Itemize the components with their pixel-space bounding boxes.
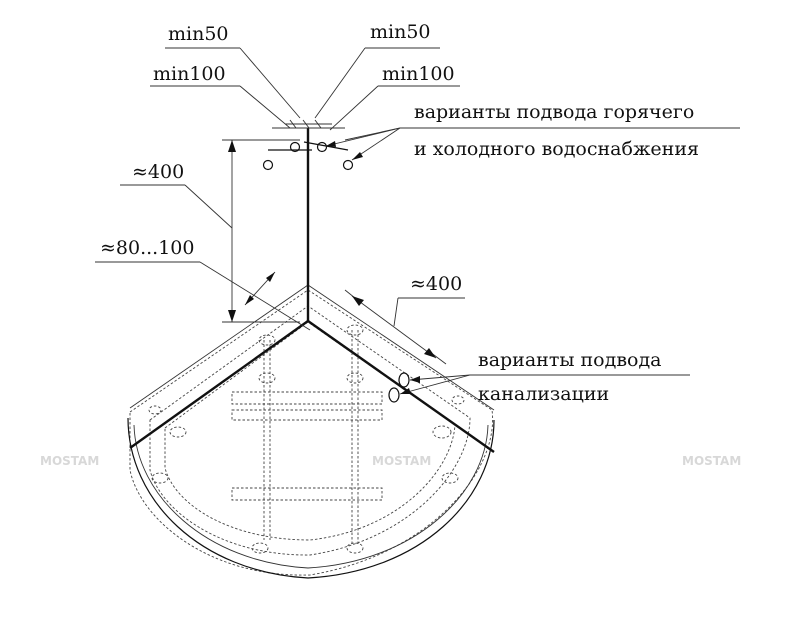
hot-connection-right (316, 141, 328, 153)
height-dimension (120, 139, 300, 323)
frame-beam-1 (231, 391, 383, 405)
supply-connections (262, 141, 354, 171)
tray-top-right-outer (307, 284, 495, 411)
hot-connection-left (289, 141, 301, 153)
label-water-supply-2: и холодного водоснабжения (414, 138, 699, 160)
drain-outlet-2 (388, 387, 400, 403)
label-drain-height: ≈80...100 (100, 237, 194, 259)
tray-front-edge-2 (133, 424, 489, 569)
cold-connection-right (342, 159, 354, 171)
label-water-supply-1: варианты подвода горячего (414, 101, 694, 123)
top-dimension-leaders (150, 47, 460, 131)
label-drain-offset: ≈400 (410, 273, 462, 295)
foot-6 (151, 472, 169, 484)
water-callout-arrows (325, 127, 740, 161)
drain-connections (388, 372, 690, 403)
label-hot-offset-left: min50 (168, 23, 229, 45)
tray-top-left-outer (129, 284, 309, 409)
drain-offset-dimension (344, 289, 465, 365)
foot-11 (148, 405, 162, 415)
tray-inner-rim (149, 305, 471, 556)
shower-tray (127, 284, 495, 579)
foot-8 (346, 542, 364, 554)
label-drain-2: канализации (478, 383, 609, 405)
label-cold-offset-right: min100 (382, 63, 455, 85)
foot-2 (346, 324, 364, 336)
watermark-left: MOSTAM (40, 454, 99, 468)
frame-beam-2 (231, 409, 383, 421)
foot-10 (432, 425, 452, 439)
support-frame (231, 330, 383, 545)
tray-outer-rim (129, 289, 494, 576)
cold-connection-left (262, 159, 274, 171)
support-feet (148, 324, 465, 554)
foot-3 (258, 372, 276, 384)
drain-height-dimension (95, 261, 311, 331)
watermark-center: MOSTAM (372, 454, 431, 468)
foot-5 (169, 426, 187, 438)
foot-7 (251, 542, 269, 554)
drain-outlet-1 (398, 372, 410, 388)
supply-riser (268, 128, 349, 321)
foot-4 (346, 372, 364, 384)
foot-12 (451, 395, 465, 405)
watermark-right: MOSTAM (682, 454, 741, 468)
tray-top-left-edge (129, 320, 309, 449)
frame-beam-3 (231, 487, 383, 501)
label-hot-offset-right: min50 (370, 21, 431, 43)
label-supply-height: ≈400 (132, 161, 184, 183)
foot-9 (441, 472, 459, 484)
foot-1 (258, 334, 276, 346)
watermarks: MOSTAM MOSTAM MOSTAM (40, 454, 741, 468)
tray-top-right-edge (307, 320, 495, 453)
label-drain-1: варианты подвода (478, 349, 661, 371)
label-cold-offset-left: min100 (153, 63, 226, 85)
tray-front-edge (127, 417, 495, 579)
